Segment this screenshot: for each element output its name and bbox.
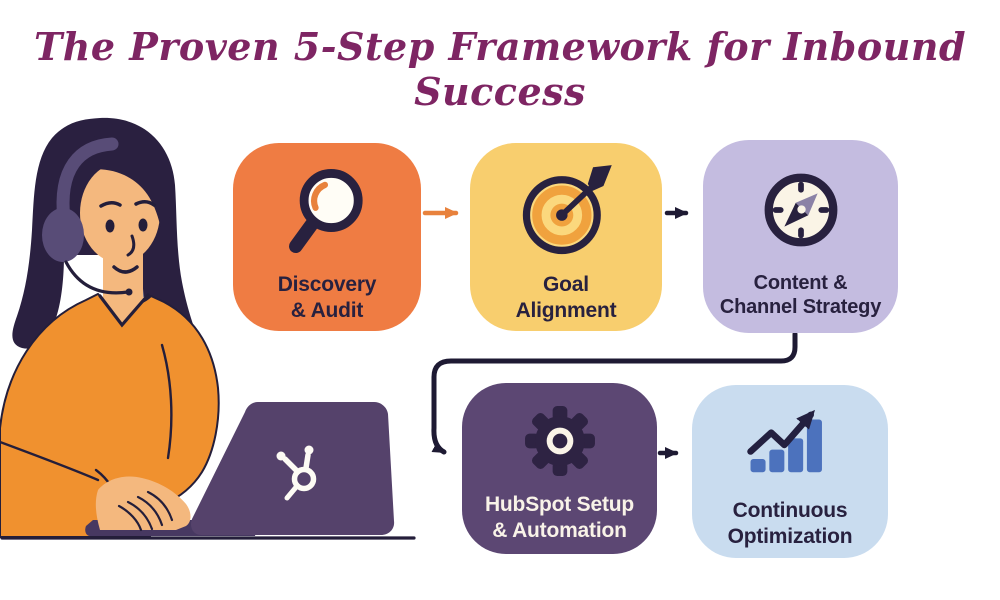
step-label-line1: Discovery [277,273,377,296]
mouth [112,265,139,274]
step-label-line2: Optimization [727,524,853,548]
step-box-content-channel-strategy: Content & Channel Strategy [703,140,898,333]
step-label-line2: Channel Strategy [719,296,882,319]
sweater [0,292,220,538]
eye-right [138,218,148,232]
step-box-hubspot-setup-automation: HubSpot Setup & Automation [462,383,657,554]
eyebrow-left [99,201,122,208]
gear-icon [514,395,606,492]
eyebrow-right [134,200,156,207]
page-title: The Proven 5-Step Framework for Inbound … [33,24,967,114]
step-label: HubSpot Setup & Automation [485,492,634,543]
headphones-mic-icon [64,260,130,295]
step-label-line1: Goal [543,273,589,296]
target-icon [514,161,618,270]
step-box-continuous-optimization: Continuous Optimization [692,385,888,558]
step-box-goal-alignment: Goal Alignment [470,143,662,331]
growth-chart-icon [743,397,837,496]
neck [103,240,143,310]
step-label: Content & Channel Strategy [720,271,881,320]
step-label-line1: HubSpot Setup [484,493,635,516]
hair-fringe [80,123,173,246]
compass-icon [749,158,853,267]
laptop [0,402,416,540]
step-label: Discovery & Audit [278,272,377,323]
step-label-line2: & Automation [492,518,627,542]
nose [126,234,136,257]
step-label-line2: Alignment [515,298,617,322]
step-box-discovery-audit: Discovery & Audit [233,143,421,331]
step-label-line1: Content & [753,272,848,294]
torso-seam [160,343,173,460]
hand [95,476,191,530]
finger-lines [117,490,174,532]
step-label-line2: & Audit [290,298,364,322]
headphones-band-icon [56,137,119,227]
eye-left [105,219,115,233]
hubspot-sprocket-icon [276,445,317,501]
woman-figure [0,117,220,538]
cuff-seam [94,468,124,522]
mic-tip [125,288,133,296]
step-label-line1: Continuous [732,499,848,522]
laptop-lid [191,402,395,535]
magnifier-icon [275,161,379,270]
headphones-earcup-icon [42,208,84,262]
hair [12,117,198,352]
vneck-line [98,293,150,328]
sleeve-seam [0,440,100,482]
laptop-keyboard [85,520,258,536]
step-label: Goal Alignment [516,272,617,323]
step-label: Continuous Optimization [728,498,853,549]
face [80,163,160,263]
vneck-skin [100,294,148,324]
